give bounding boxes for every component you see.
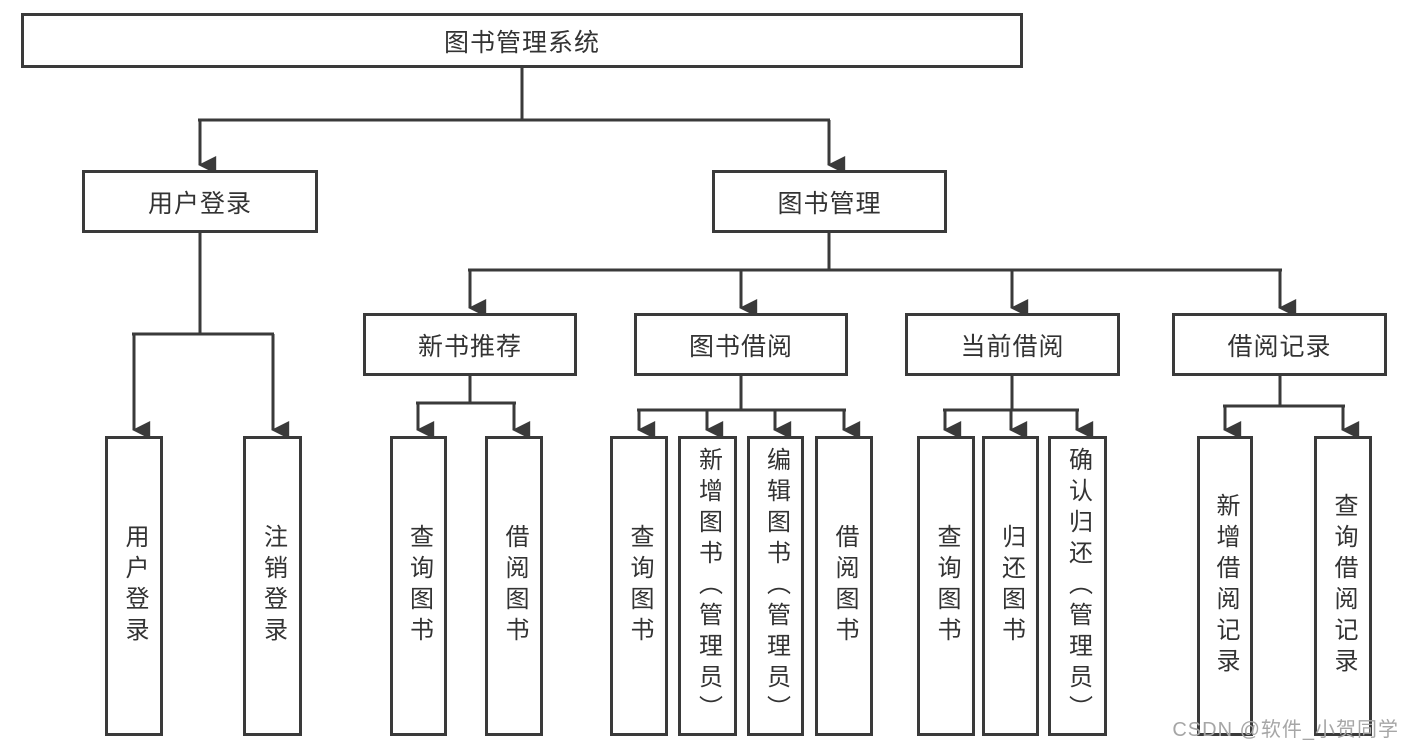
node-label: 新增借阅记录 [1212,493,1239,679]
node-label: 用户登录 [147,189,252,218]
leaf-confirm-return-admin: 确认归还（管理员） [1048,436,1107,736]
node-current-borrowing: 当前借阅 [905,313,1120,376]
node-label: 编辑图书（管理员） [762,446,790,726]
node-label: 查询图书 [626,524,653,648]
node-book-management: 图书管理 [712,170,947,233]
node-label: 查询图书 [405,524,433,648]
node-label: 借阅记录 [1227,332,1332,361]
node-label: 图书管理 [777,189,882,218]
node-label: 图书借阅 [688,332,793,361]
leaf-query-books-recommend: 查询图书 [390,436,447,736]
node-label: 确认归还（管理员） [1064,446,1092,726]
leaf-add-books-admin: 新增图书（管理员） [678,436,737,736]
leaf-add-borrowing-record: 新增借阅记录 [1197,436,1253,736]
node-new-book-recommendation: 新书推荐 [363,313,577,376]
node-label: 图书管理系统 [443,28,600,57]
node-label: 当前借阅 [960,332,1065,361]
node-user-login: 用户登录 [82,170,318,233]
leaf-return-books: 归还图书 [982,436,1039,736]
node-label: 新增图书（管理员） [694,446,722,726]
node-label: 借阅图书 [501,524,528,648]
leaf-borrow-books-borrowing: 借阅图书 [815,436,873,736]
leaf-borrow-books-recommend: 借阅图书 [485,436,543,736]
node-borrowing-records: 借阅记录 [1172,313,1387,376]
node-label: 查询图书 [933,524,960,648]
node-label: 查询借阅记录 [1330,493,1357,679]
leaf-query-borrowing-record: 查询借阅记录 [1314,436,1372,736]
node-label: 注销登录 [259,524,287,648]
node-book-borrowing: 图书借阅 [634,313,848,376]
leaf-query-books-borrowing: 查询图书 [610,436,668,736]
leaf-logout: 注销登录 [243,436,302,736]
node-label: 归还图书 [997,524,1025,648]
leaf-query-books-current: 查询图书 [917,436,975,736]
node-label: 新书推荐 [417,332,522,361]
node-library-management-system: 图书管理系统 [21,13,1023,68]
csdn-watermark: CSDN @软件_小贺同学 [1172,719,1399,741]
node-label: 借阅图书 [831,524,858,648]
node-label: 用户登录 [121,524,148,648]
leaf-edit-books-admin: 编辑图书（管理员） [747,436,804,736]
leaf-user-login: 用户登录 [105,436,163,736]
